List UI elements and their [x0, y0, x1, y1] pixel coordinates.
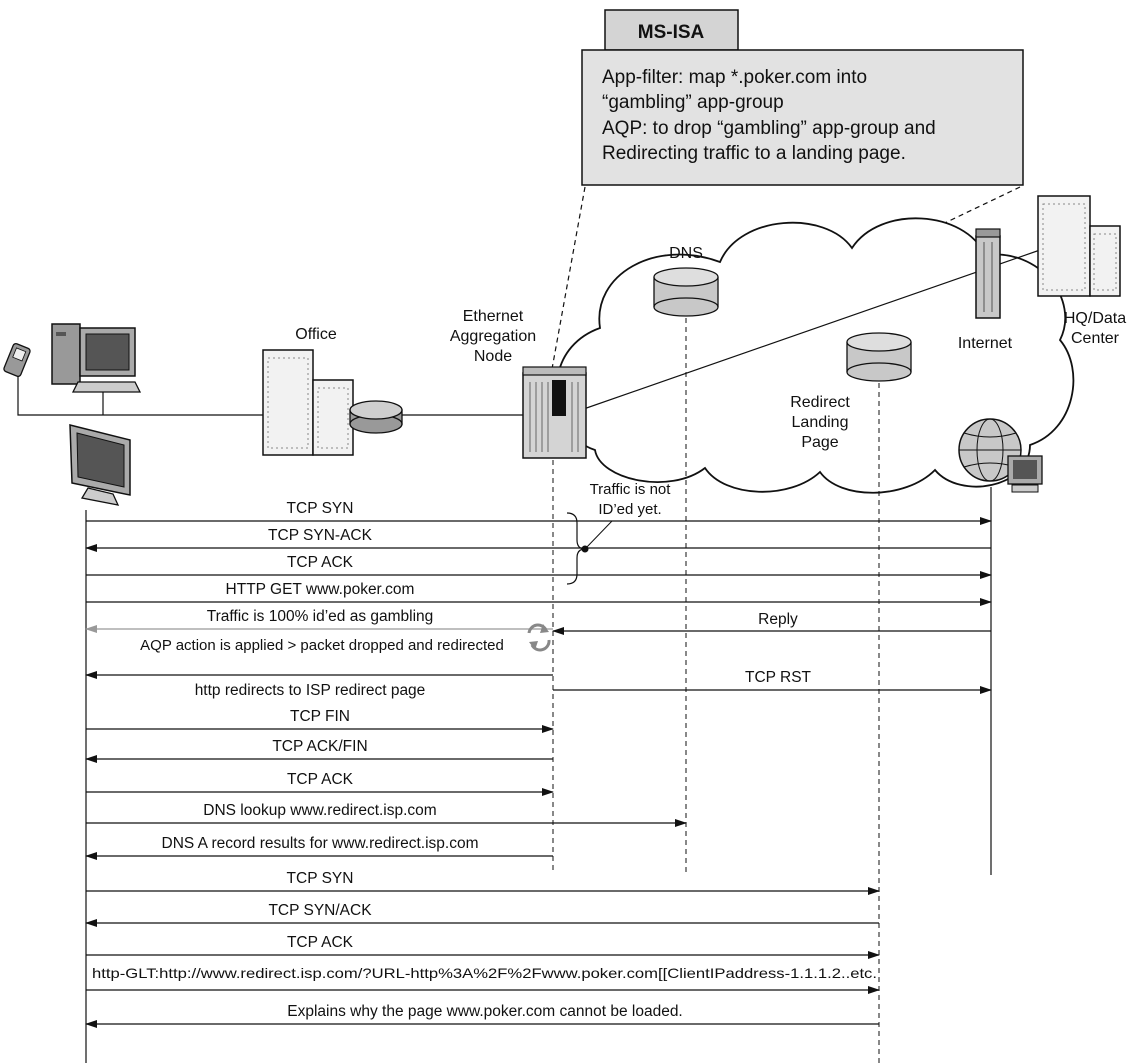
message-15: TCP SYN	[86, 870, 880, 895]
globe-icon	[958, 418, 1022, 482]
firewall-icon	[975, 228, 1001, 319]
message-2: TCP SYN-ACK	[85, 527, 991, 552]
message-17: TCP ACK	[86, 934, 880, 959]
message-label: TCP ACK/FIN	[272, 738, 367, 755]
message-label: TCP SYN	[287, 500, 354, 517]
message-label: TCP ACK	[287, 934, 354, 951]
hq-label-1: HQ/Data	[1064, 310, 1126, 327]
message-11: TCP ACK/FIN	[85, 738, 553, 763]
internet-label: Internet	[958, 335, 1013, 352]
message-label: TCP SYN-ACK	[268, 527, 373, 544]
message-label: Reply	[758, 611, 798, 628]
aqp-note-label: AQP action is applied > packet dropped a…	[140, 637, 504, 654]
annotation-line-2: ID’ed yet.	[598, 501, 661, 518]
message-label: TCP ACK	[287, 771, 354, 788]
message-label: Explains why the page www.poker.com cann…	[287, 1003, 683, 1020]
hq-building-icon	[1037, 195, 1121, 297]
message-16: TCP SYN/ACK	[85, 902, 879, 927]
message-12: TCP ACK	[86, 771, 554, 796]
node-label-1: Ethernet	[463, 308, 524, 325]
refresh-icon	[527, 623, 551, 652]
message-8: http redirects to ISP redirect page	[85, 671, 553, 699]
message-18: http-GLT:http://www.redirect.isp.com/?UR…	[86, 965, 880, 994]
message-label: http-GLT:http://www.redirect.isp.com/?UR…	[92, 965, 877, 981]
callout-pointer-left	[549, 186, 586, 381]
node-label-3: Node	[474, 348, 512, 365]
dns-server-icon	[653, 267, 719, 317]
message-9: TCP RST	[553, 669, 992, 694]
policy-line-1: App-filter: map *.poker.com into	[602, 67, 867, 88]
redirect-label-2: Landing	[792, 414, 849, 431]
office-building-icon	[262, 349, 354, 456]
monitor-icon	[69, 424, 131, 506]
message-10: TCP FIN	[86, 708, 554, 733]
aqp-note: AQP action is applied > packet dropped a…	[140, 623, 551, 654]
node-label-2: Aggregation	[450, 328, 536, 345]
office-label: Office	[295, 326, 337, 343]
message-label: DNS A record results for www.redirect.is…	[162, 835, 479, 852]
message-3: TCP ACK	[86, 554, 992, 579]
message-5: Traffic is 100% id’ed as gambling	[85, 608, 553, 633]
message-13: DNS lookup www.redirect.isp.com	[86, 802, 687, 827]
message-label: TCP SYN	[287, 870, 354, 887]
message-label: TCP ACK	[287, 554, 354, 571]
router-icon	[349, 400, 403, 434]
policy-line-3: AQP: to drop “gambling” app-group and	[602, 118, 936, 139]
message-label: TCP FIN	[290, 708, 350, 725]
message-label: http redirects to ISP redirect page	[195, 682, 426, 699]
message-label: DNS lookup www.redirect.isp.com	[203, 802, 436, 819]
aggregation-node-icon	[522, 366, 587, 459]
message-label: TCP SYN/ACK	[268, 902, 372, 919]
phone-icon	[3, 342, 31, 378]
policy-line-2: “gambling” app-group	[602, 92, 784, 113]
redirect-label-3: Page	[801, 434, 838, 451]
message-label: Traffic is 100% id’ed as gambling	[207, 608, 434, 625]
message-14: DNS A record results for www.redirect.is…	[85, 835, 553, 860]
desktop-pc-icon	[51, 323, 142, 393]
redirect-label-1: Redirect	[790, 394, 850, 411]
redirect-server-icon	[846, 332, 912, 382]
ms-isa-tab-label: MS-ISA	[638, 22, 705, 43]
message-6: Reply	[552, 611, 991, 635]
phone-cable	[17, 370, 103, 416]
policy-line-4: Redirecting traffic to a landing page.	[602, 143, 906, 164]
annotation-line-1: Traffic is not	[590, 481, 672, 498]
ms-isa-tab	[604, 9, 739, 51]
message-1: TCP SYN	[86, 500, 992, 525]
message-4: HTTP GET www.poker.com	[86, 581, 992, 606]
hq-label-2: Center	[1071, 330, 1120, 347]
message-label: HTTP GET www.poker.com	[226, 581, 415, 598]
ms-isa-callout: MS-ISA App-filter: map *.poker.com into …	[549, 9, 1024, 401]
internet-pc-icon	[1007, 455, 1043, 493]
message-19: Explains why the page www.poker.com cann…	[85, 1003, 879, 1028]
annotation-dot	[581, 545, 589, 553]
policy-box	[581, 49, 1024, 186]
message-label: TCP RST	[745, 669, 812, 686]
dns-label: DNS	[669, 245, 703, 262]
node-to-hq-link	[574, 249, 1041, 413]
annotation-pointer	[584, 520, 613, 550]
